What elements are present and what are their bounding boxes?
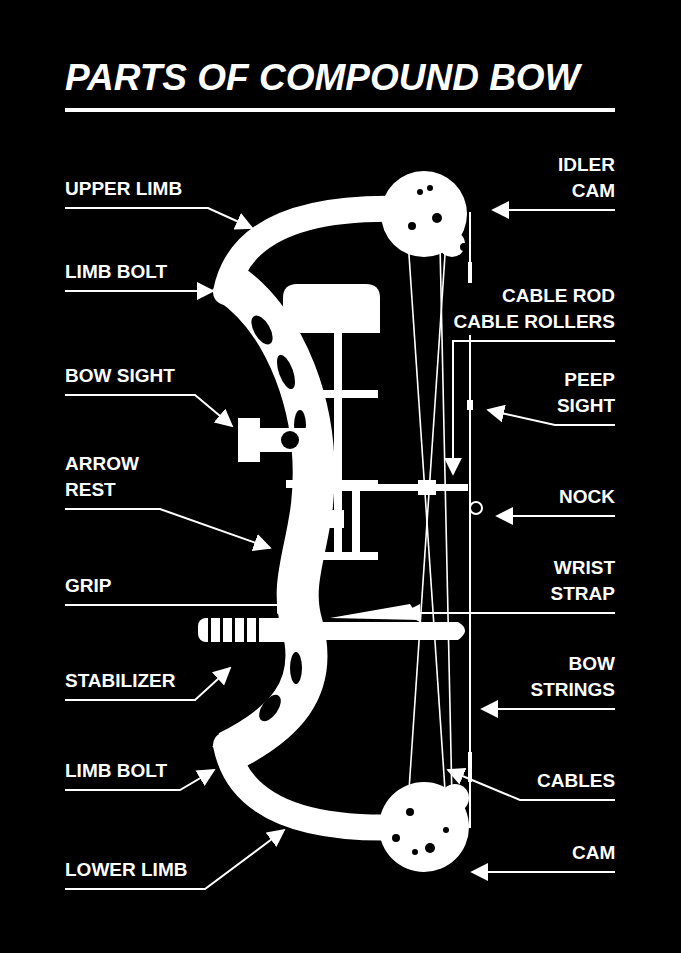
part-label: CABLES (536, 768, 616, 794)
idler-cam (439, 231, 465, 257)
limb-bolt (212, 262, 258, 774)
cam (379, 782, 469, 872)
part-label: CABLE ROD CABLE ROLLERS (448, 283, 616, 335)
part-label: STABILIZER (64, 668, 176, 694)
idler-cam (432, 213, 442, 223)
cables (408, 240, 446, 805)
grip-bar (300, 622, 465, 640)
riser-cutouts (247, 312, 306, 725)
leader-line (482, 708, 615, 710)
idler-cam (408, 222, 416, 230)
part-label: NOCK (558, 484, 616, 510)
cam (392, 834, 400, 842)
cam (443, 827, 449, 833)
part-label: PEEP SIGHT (542, 367, 616, 419)
leader-line (65, 208, 252, 228)
leader-line (65, 509, 270, 548)
peep-sight (467, 400, 473, 410)
stabilizer-ridges (256, 618, 259, 642)
idler-cam (427, 185, 433, 191)
part-label: ARROW REST (64, 451, 152, 503)
diagram-title: PARTS OF COMPOUND BOW (65, 56, 580, 100)
cam (425, 843, 435, 853)
part-label: LIMB BOLT (64, 758, 168, 784)
arrow-rest (314, 510, 344, 528)
cable-rod (312, 480, 468, 495)
nock (470, 502, 482, 514)
leader-line (65, 668, 230, 700)
leader-line (65, 604, 293, 606)
leader-line (472, 871, 615, 873)
title-rule (65, 108, 615, 112)
part-label: IDLER CAM (542, 152, 616, 204)
leader-line (65, 830, 284, 889)
bow-sight (238, 284, 380, 560)
leader-line (65, 208, 615, 889)
leader-line (453, 341, 615, 474)
stabilizer (198, 618, 302, 642)
stabilizer-ridges (208, 618, 211, 642)
idler-cam (460, 243, 468, 251)
bow-sight (281, 431, 299, 449)
part-label: GRIP (64, 573, 112, 599)
leader-line (65, 395, 232, 426)
limb-bolt (212, 262, 258, 300)
stabilizer (198, 618, 302, 642)
bow-sight (286, 390, 378, 398)
stabilizer-ridges (220, 618, 223, 642)
leader-line (65, 290, 213, 292)
cam (379, 782, 469, 872)
cables (408, 240, 446, 805)
cables (408, 240, 452, 805)
leader-line (404, 612, 615, 614)
cable-rod (312, 484, 468, 491)
grip-bar (300, 604, 465, 640)
part-label: LOWER LIMB (64, 857, 188, 883)
leader-line (493, 209, 615, 211)
limb-bolt (212, 736, 258, 774)
arrow-rest (314, 510, 344, 528)
riser-cutouts (273, 353, 298, 392)
peep-sight (467, 400, 473, 410)
nock (470, 502, 482, 514)
bow-sight (256, 428, 316, 452)
part-label: UPPER LIMB (64, 176, 183, 202)
idler-cam (381, 171, 467, 257)
bow-sight (286, 552, 378, 560)
idler-cam (381, 171, 468, 257)
idler-cam (417, 189, 423, 195)
stabilizer-ridges (244, 618, 247, 642)
part-label: BOW SIGHT (64, 363, 176, 389)
stabilizer-ridges (232, 618, 235, 642)
riser (228, 282, 314, 752)
cam (406, 808, 414, 816)
part-label: WRIST STRAP (534, 555, 616, 607)
leader-line (497, 515, 615, 517)
title-rule (65, 108, 615, 112)
riser-cutouts (290, 652, 302, 684)
riser-cutouts (247, 312, 277, 348)
bow-sight (283, 284, 380, 333)
cable-rod (418, 480, 436, 495)
riser-cutouts (255, 691, 285, 725)
cam (412, 849, 418, 855)
stabilizer-ridges (208, 618, 259, 642)
cam (441, 784, 469, 812)
bow-sight (352, 480, 360, 560)
part-label: LIMB BOLT (64, 259, 168, 285)
riser (228, 282, 314, 752)
part-label: CAM (571, 840, 616, 866)
part-label: BOW STRINGS (520, 651, 616, 703)
